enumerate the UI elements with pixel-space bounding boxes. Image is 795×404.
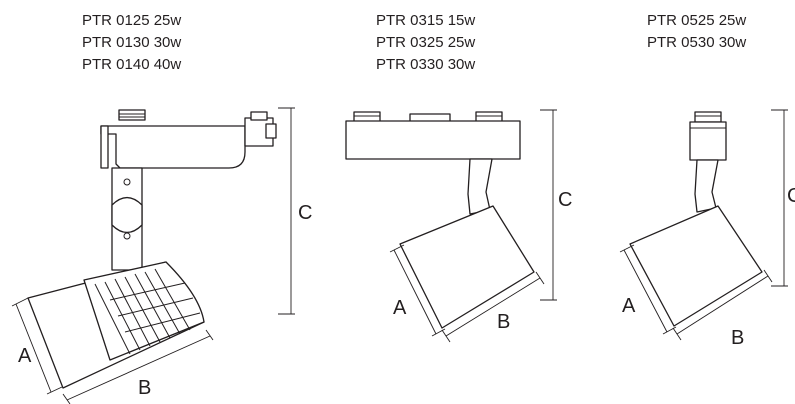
fixture-2-dimension-a [389,244,446,337]
fixture-1-drawing: C A B [11,107,312,404]
fixture-3-drawing: C A B [619,109,795,349]
fixture-3-model-list: PTR 0525 25w PTR 0530 30w [647,10,746,54]
model-label: PTR 0330 30w [376,56,476,73]
dimension-label-a: A [18,345,32,367]
fixture-2-dimension-c [540,109,557,301]
fixture-1-dimension-c [278,107,295,315]
dimension-label-c: C [298,202,312,224]
model-label: PTR 0140 40w [82,56,182,73]
fixture-2-track-adapter [345,111,521,160]
dimension-label-c: C [787,185,795,207]
fixture-2-dimension-b [441,271,545,343]
dimension-label-c: C [558,189,572,211]
model-label: PTR 0325 25w [376,34,476,51]
fixture-1-lamp-head [27,261,205,389]
model-label: PTR 0315 15w [376,12,476,29]
fixture-1-dimension-b [62,329,214,404]
fixture-2-drawing: C A B [345,109,572,343]
model-label: PTR 0525 25w [647,12,747,29]
fixture-3-dimension-c [771,109,788,287]
fixture-1-dimension-a [11,297,63,395]
dimension-label-b: B [731,327,744,349]
fixture-3-track-adapter [689,111,727,161]
dimension-label-b: B [138,377,151,399]
fixture-3-stem [694,159,719,213]
model-label: PTR 0125 25w [82,12,182,29]
fixture-1-model-list: PTR 0125 25w PTR 0130 30w PTR 0140 40w [82,10,181,76]
fixture-2-stem [467,158,493,215]
model-label: PTR 0130 30w [82,34,182,51]
model-label: PTR 0530 30w [647,34,747,51]
fixture-3-lamp-head [629,205,763,327]
fixture-3-dimension-b [672,269,773,341]
dimension-label-a: A [622,295,636,317]
fixture-1-track-adapter [100,109,277,169]
fixture-3-dimension-a [619,244,677,335]
dimension-label-b: B [497,311,510,333]
fixture-2-model-list: PTR 0315 15w PTR 0325 25w PTR 0330 30w [376,10,475,76]
dimension-label-a: A [393,297,407,319]
fixture-2-lamp-head [399,205,535,329]
fixture-1-stem [111,167,143,271]
